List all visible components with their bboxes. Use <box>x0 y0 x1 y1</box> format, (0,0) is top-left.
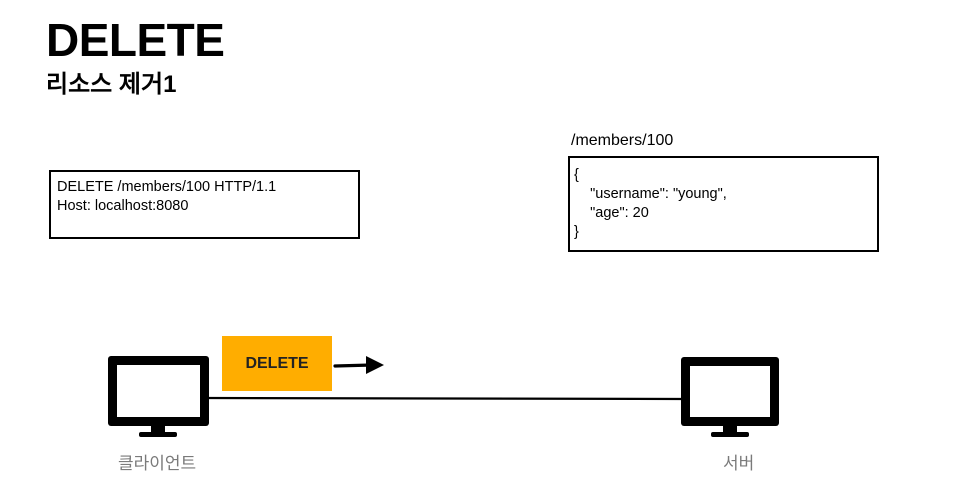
server-monitor-icon <box>681 357 779 437</box>
resource-json-line: "age": 20 <box>574 205 649 221</box>
arrow-right-icon <box>333 356 384 374</box>
resource-json-line: } <box>574 224 579 240</box>
resource-json-line: "username": "young", <box>574 186 727 202</box>
client-monitor-icon <box>108 356 209 437</box>
request-line: DELETE /members/100 HTTP/1.1 <box>57 179 277 195</box>
connection-line <box>204 396 685 401</box>
request-host-header: Host: localhost:8080 <box>57 198 189 214</box>
resource-box: { "username": "young", "age": 20 } <box>568 156 879 252</box>
page-title: DELETE <box>46 14 225 66</box>
page-subtitle: 리소스 제거1 <box>46 71 177 98</box>
resource-path: /members/100 <box>571 132 674 149</box>
http-request-box: DELETE /members/100 HTTP/1.1 Host: local… <box>49 170 360 239</box>
server-label: 서버 <box>723 454 755 473</box>
resource-json-line: { <box>574 167 579 183</box>
client-label: 클라이언트 <box>118 454 197 473</box>
delete-method-badge: DELETE <box>222 336 332 391</box>
